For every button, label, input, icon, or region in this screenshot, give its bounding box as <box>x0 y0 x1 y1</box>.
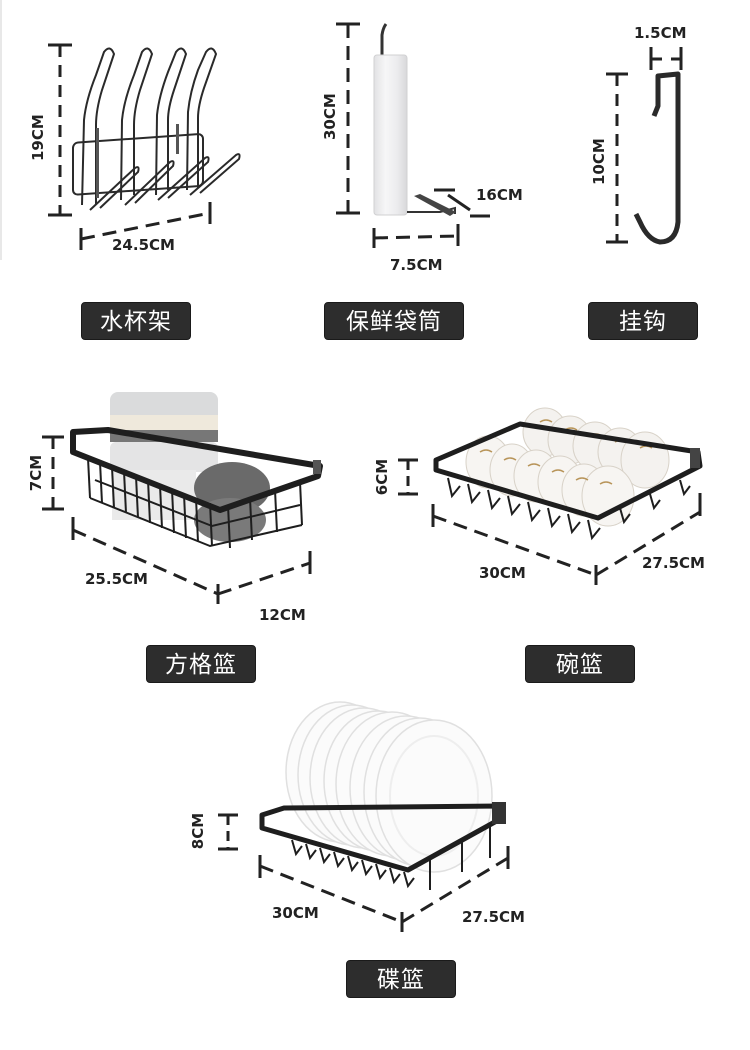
bowl-basket-height-label: 6CM <box>373 458 391 496</box>
hook-shape <box>633 71 681 245</box>
bowl-basket-mount <box>690 448 700 468</box>
cup-rack-mount-bar <box>96 128 99 198</box>
bowl-basket-frame <box>433 421 703 541</box>
hook-height-dimension <box>606 72 628 244</box>
plate-basket-height-dimension <box>218 813 238 851</box>
plate-rim <box>389 735 479 857</box>
cup-rack-height-dimension <box>48 43 72 217</box>
sponge-bottom <box>110 442 218 472</box>
plate-basket-label: 碟篮 <box>346 960 456 998</box>
bowl-gold-pattern <box>479 419 653 485</box>
hook-label: 挂钩 <box>588 302 698 340</box>
grid-basket-height-label: 7CM <box>27 454 45 492</box>
cup-rack-wire <box>72 47 241 211</box>
sponge-top <box>110 392 218 430</box>
wrap-holder-height-dimension <box>336 22 360 215</box>
bowl-basket-label: 碗篮 <box>525 645 635 683</box>
bowl-basket-depth-label: 27.5CM <box>642 554 705 572</box>
wrap-roll <box>373 54 408 216</box>
wrap-holder-height-label: 30CM <box>321 93 339 140</box>
plate-basket-depth-label: 27.5CM <box>462 908 525 926</box>
grid-basket-depth-label: 12CM <box>259 606 306 624</box>
grid-basket-length-dimension <box>71 517 220 604</box>
plates-stack <box>285 701 493 873</box>
plate-basket-length-label: 30CM <box>272 904 319 922</box>
cup-rack-height-label: 19CM <box>29 114 47 161</box>
wrap-holder-bracket <box>414 194 456 216</box>
hook-width-label: 1.5CM <box>634 24 687 42</box>
grid-basket-frame <box>70 427 323 549</box>
left-edge-divider <box>0 0 2 260</box>
cup-rack-label: 水杯架 <box>81 302 191 340</box>
plate-basket-height-label: 8CM <box>189 812 207 850</box>
cup-rack-width-label: 24.5CM <box>112 236 175 254</box>
wrap-holder-width-dimension <box>372 224 460 248</box>
hook-width-dimension <box>649 47 683 70</box>
bowls-back-row <box>522 407 670 489</box>
grid-basket-mount <box>313 460 321 474</box>
steel-wool-top <box>194 462 270 514</box>
steel-wool-bottom <box>194 498 266 542</box>
plate-basket-frame <box>259 803 505 890</box>
wrap-holder-label: 保鲜袋筒 <box>324 302 464 340</box>
plate-basket-mount <box>492 802 506 824</box>
cup-rack-mount-bar-2 <box>176 124 179 154</box>
grid-basket-depth-dimension <box>217 551 312 596</box>
bowl-basket-height-dimension <box>398 458 418 496</box>
wrap-holder-depth-label: 16CM <box>476 186 523 204</box>
grid-basket-label: 方格篮 <box>146 645 256 683</box>
wrap-holder-rod <box>380 23 388 55</box>
grid-basket-height-dimension <box>42 435 64 511</box>
wrap-holder-width-label: 7.5CM <box>390 256 443 274</box>
bowl-basket-length-label: 30CM <box>479 564 526 582</box>
bowls-front-row <box>465 435 635 527</box>
hook-height-label: 10CM <box>590 138 608 185</box>
grid-basket-length-label: 25.5CM <box>85 570 148 588</box>
